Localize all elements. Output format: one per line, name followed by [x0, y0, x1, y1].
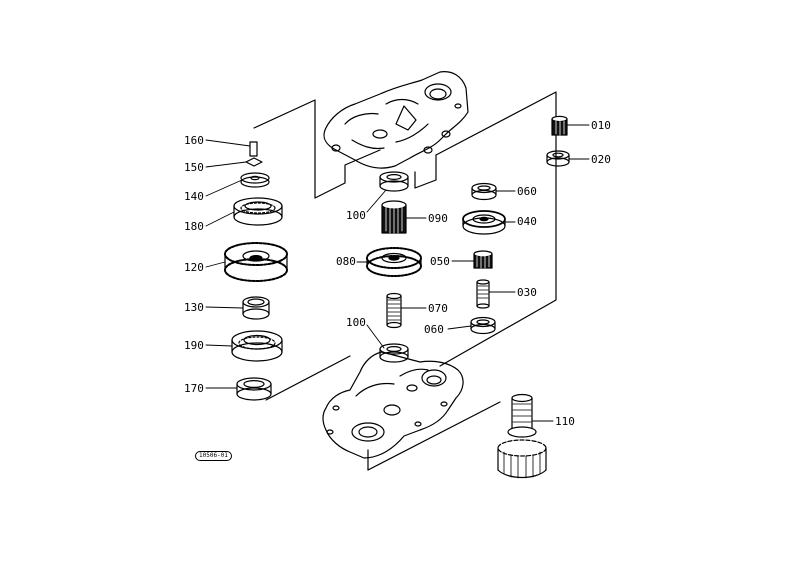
part-030-shaft	[476, 279, 490, 309]
part-080-gear	[366, 247, 422, 277]
label-030: 030	[517, 286, 537, 299]
part-020-bearing	[546, 150, 570, 167]
part-040-gear	[462, 210, 506, 235]
label-120: 120	[184, 261, 204, 274]
part-190-bearing	[231, 330, 283, 362]
part-170-seal	[236, 377, 272, 401]
diagram-code: 10506-01	[195, 451, 232, 461]
lower-gear-case	[322, 351, 464, 459]
label-180: 180	[184, 220, 204, 233]
label-130: 130	[184, 301, 204, 314]
part-160-pin	[249, 141, 258, 157]
label-080: 080	[336, 255, 356, 268]
part-150-washer	[245, 157, 263, 167]
label-040: 040	[517, 215, 537, 228]
part-120-gear	[224, 242, 288, 282]
label-140: 140	[184, 190, 204, 203]
label-020: 020	[591, 153, 611, 166]
part-060-lower-bearing	[470, 316, 496, 335]
part-180-bearing	[233, 197, 283, 226]
label-160: 160	[184, 134, 204, 147]
label-150: 150	[184, 161, 204, 174]
part-060-upper-bearing	[471, 182, 497, 201]
label-050: 050	[430, 255, 450, 268]
part-130-bushing	[242, 296, 270, 320]
part-090-needle-bearing	[381, 200, 407, 234]
part-100-upper-bearing	[379, 171, 409, 192]
part-140-collar	[240, 172, 270, 188]
label-090: 090	[428, 212, 448, 225]
label-060-lower: 060	[424, 323, 444, 336]
part-070-shaft	[386, 292, 402, 329]
part-050-gear	[473, 250, 493, 269]
label-100-upper: 100	[346, 209, 366, 222]
label-010: 010	[591, 119, 611, 132]
label-070: 070	[428, 302, 448, 315]
label-190: 190	[184, 339, 204, 352]
label-100-lower: 100	[346, 316, 366, 329]
label-060-upper: 060	[517, 185, 537, 198]
part-110-pinion-shaft	[497, 393, 547, 479]
label-170: 170	[184, 382, 204, 395]
leader-lines	[205, 124, 590, 422]
part-100-lower-bearing	[379, 343, 409, 363]
upper-gear-case	[323, 71, 469, 169]
part-010-needle-bearing	[551, 115, 568, 136]
label-110: 110	[555, 415, 575, 428]
assembly-outline	[253, 91, 557, 471]
